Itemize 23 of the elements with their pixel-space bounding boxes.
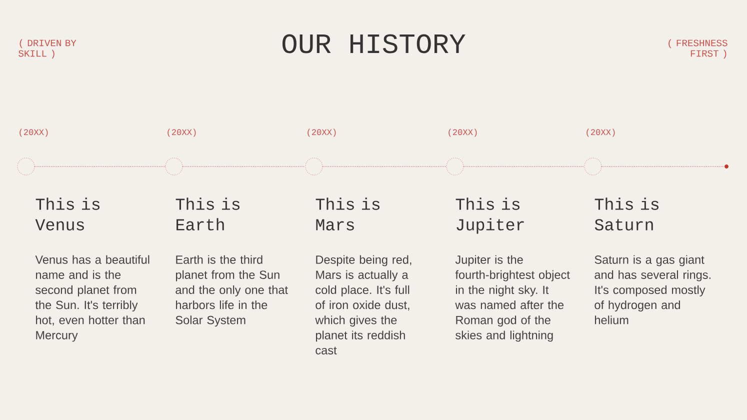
heading: This is Mars (316, 198, 380, 230)
heading: This is Saturn (594, 198, 658, 230)
dotted-line (602, 166, 725, 167)
dotted-line (182, 166, 306, 167)
title: OUR HISTORY (282, 34, 466, 54)
year-label: (20XX) (168, 128, 196, 137)
tagline: ( DRIVEN BY SKILL ) (18, 39, 76, 59)
heading: This is Earth (176, 198, 240, 230)
body-text: Saturn is a gas giant and has several rings. It's composed mostly of hydrogen and helium (594, 255, 710, 324)
year-label: (20XX) (448, 128, 477, 137)
year-label: (20XX) (308, 128, 336, 137)
body-text: Earth is the third planet from the Sun and the only one that harbors life in the Solar System (176, 255, 288, 327)
body-text: Jupiter is the fourth-brightest object in the night sky. It was named after the Roman god of the skies and lightning (455, 255, 570, 342)
year-label: (20XX) (586, 128, 615, 137)
body-text: Venus has a beautiful name and is the second planet from the Sun. It's terribly hot, even hotter than Mercury (35, 255, 150, 342)
dotted-line (34, 166, 166, 167)
year-label: (20XX) (20, 128, 48, 137)
dotted-line (464, 166, 584, 167)
tagline: ( FRESHNESS FIRST ) (668, 39, 728, 59)
heading: This is Venus (35, 198, 100, 230)
body-text: Despite being red, Mars is actually a cold place. It's full of iron oxide dust, which gives the planet its reddish cast (315, 255, 412, 354)
heading: This is Jupiter (456, 198, 524, 234)
dotted-line (322, 166, 446, 167)
